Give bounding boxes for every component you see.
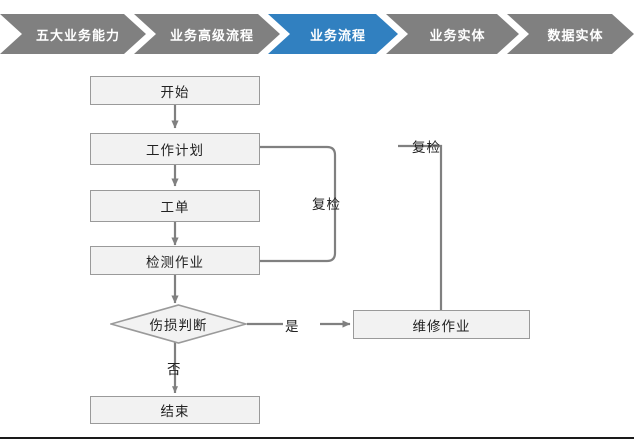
flow-node-repair[interactable]: 维修作业 bbox=[353, 310, 530, 339]
flow-node-end[interactable]: 结束 bbox=[90, 396, 260, 424]
diamond-shape-icon bbox=[110, 304, 247, 344]
edge-label-yes: 是 bbox=[285, 319, 300, 334]
flow-node-inspect[interactable]: 检测作业 bbox=[90, 246, 260, 275]
edge-label-no: 否 bbox=[167, 362, 182, 377]
flow-node-decision[interactable]: 伤损判断 bbox=[110, 304, 247, 344]
flow-node-inspect-label: 检测作业 bbox=[146, 254, 204, 270]
flow-node-workorder[interactable]: 工单 bbox=[90, 190, 260, 222]
edge-label-recheck-inner: 复检 bbox=[312, 197, 341, 212]
flow-node-decision-label: 伤损判断 bbox=[149, 318, 208, 333]
flow-node-workplan[interactable]: 工作计划 bbox=[90, 133, 260, 165]
edge-label-recheck-outer: 复检 bbox=[412, 140, 441, 155]
flow-node-end-label: 结束 bbox=[160, 404, 190, 419]
flow-node-repair-label: 维修作业 bbox=[412, 318, 471, 334]
flow-node-workorder-label: 工单 bbox=[160, 200, 190, 215]
flow-node-workplan-label: 工作计划 bbox=[146, 143, 204, 158]
flow-node-start-label: 开始 bbox=[160, 84, 190, 100]
flow-node-start[interactable]: 开始 bbox=[90, 76, 260, 105]
